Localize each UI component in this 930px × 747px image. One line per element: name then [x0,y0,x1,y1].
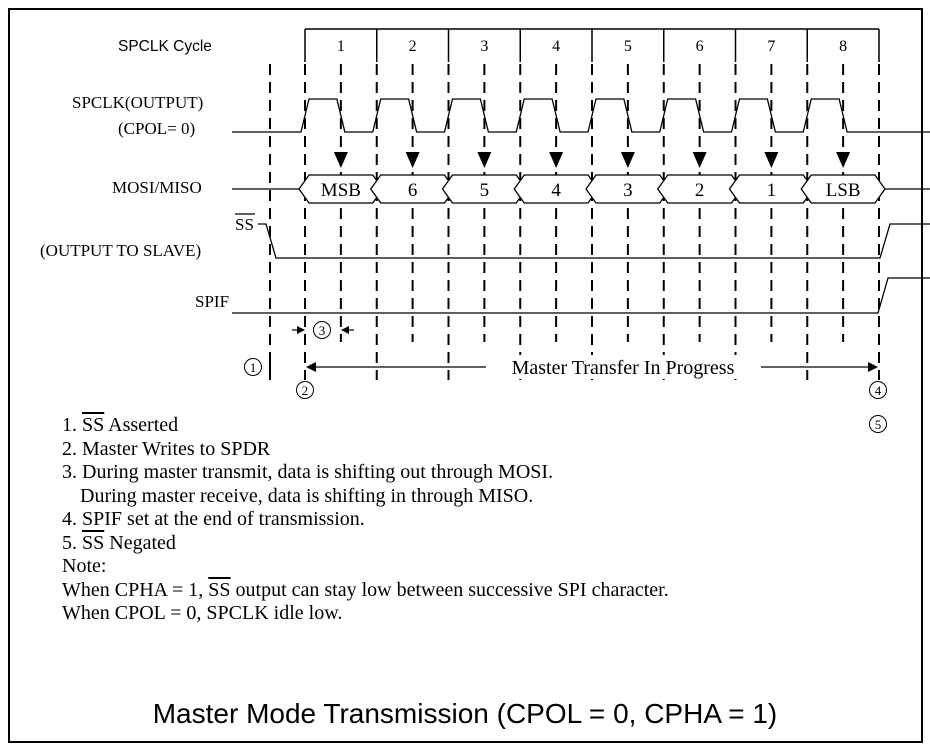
transfer-arrow-left-head [306,362,316,372]
spclk-label: SPCLK(OUTPUT) [72,93,203,112]
marker-1: 1 [244,358,262,376]
note-1-prefix: 1. [62,414,82,436]
spclk-cpol-label: (CPOL= 0) [118,119,195,138]
bus-bit-label: 3 [623,180,633,201]
bus-bit-label: 4 [551,180,561,201]
note-1-suffix: Asserted [104,414,179,436]
bus-bit-label: 6 [408,180,418,201]
transfer-label-bg [486,355,761,379]
diagram-caption: Master Mode Transmission (CPOL = 0, CPHA… [152,698,778,729]
note-3a: 3. During master transmit, data is shift… [62,461,554,483]
bus-bit-label: 5 [480,180,490,201]
cycle-number: 1 [337,38,345,55]
note-5-suffix: Negated [104,531,176,554]
cycle-number: 5 [624,38,632,55]
notes-list: 1. SS Asserted 2. Master Writes to SPDR … [62,414,669,626]
cycle-number: 4 [552,38,560,55]
marker-5-text: 5 [875,417,882,432]
note-5: 5. SS Negated [62,532,669,556]
sample-arrow [692,152,707,168]
sample-arrow [764,152,779,168]
note-1: 1. SS Asserted [62,414,669,438]
transfer-label: Master Transfer In Progress [512,357,735,379]
marker-3-text: 3 [319,323,326,338]
bus-bit-label: MSB [321,180,361,201]
note-3b: During master receive, data is shifting … [80,484,534,507]
bus-bit-label: LSB [826,180,861,201]
spif-label: SPIF [195,292,229,311]
sample-arrow [836,152,851,168]
marker-3: 3 [313,321,331,339]
ss-output-label: (OUTPUT TO SLAVE) [40,241,201,260]
note-4: 4. SPIF set at the end of transmission. [62,508,365,530]
ss-label: SS [235,215,254,234]
marker-4: 4 [869,381,887,399]
transfer-arrow-right-head [868,362,878,372]
note-5-ss: SS [82,531,105,554]
m3-arrow-right-head [341,326,349,334]
note-when-cpha-ss: SS [208,578,231,601]
sample-arrow [405,152,420,168]
ss-waveform [258,223,930,259]
bus-cell [800,174,886,204]
sample-arrow [477,152,492,168]
sample-arrow [333,152,348,168]
note-when-cpol: When CPOL = 0, SPCLK idle low. [62,602,343,624]
bus-bit-label: 1 [767,180,777,201]
note-2: 2. Master Writes to SPDR [62,437,271,460]
spclk-waveform [232,98,930,133]
mosi-miso-label: MOSI/MISO [112,178,202,197]
note-when-cpha-prefix: When CPHA = 1, [62,578,209,601]
cycle-number: 6 [696,38,704,55]
sample-arrow [620,152,635,168]
note-label: Note: [62,555,107,577]
spif-waveform [232,277,930,314]
marker-2-text: 2 [302,383,309,398]
diagram-frame [8,8,923,743]
cycle-header-label: SPCLK Cycle [118,38,212,55]
cycle-number: 7 [767,38,775,55]
cycle-number: 8 [839,38,847,55]
bus-bit-label: 2 [695,180,705,201]
m3-arrow-left-head [297,326,305,334]
note-5-prefix: 5. [62,531,82,554]
note-when-cpha: When CPHA = 1, SS output can stay low be… [62,579,669,603]
note-when-cpha-suffix: output can stay low between successive S… [230,578,669,601]
note-1-ss: SS [82,414,105,436]
marker-5-svg: 5 [869,415,887,433]
sample-arrow [549,152,564,168]
cycle-number: 2 [409,38,417,55]
marker-2: 2 [296,381,314,399]
marker-1-text: 1 [250,360,257,375]
cycle-number: 3 [480,38,488,55]
marker-4-text: 4 [875,383,882,398]
